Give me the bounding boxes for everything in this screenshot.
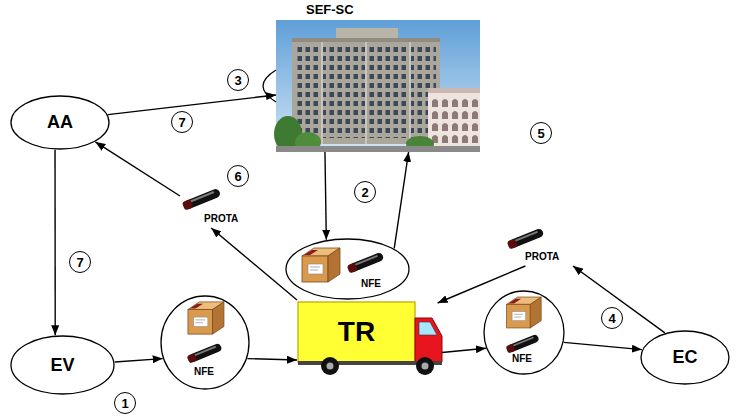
flow-arrow	[564, 342, 642, 349]
node-label: TR	[338, 316, 375, 348]
callout-number: 7	[69, 251, 91, 273]
document-ellipse: NFE	[285, 238, 410, 300]
flow-arrow	[442, 348, 486, 352]
node-label: PROTA	[204, 213, 238, 225]
package-icon	[188, 302, 224, 334]
pen-icon	[182, 188, 222, 211]
flow-arrow	[115, 359, 163, 362]
flow-arrow	[438, 266, 526, 303]
callout-number: 7	[171, 111, 193, 133]
callout-number: 2	[354, 181, 376, 203]
document-ellipse: NFE	[160, 295, 250, 390]
truck-drawing	[298, 302, 442, 375]
callout-number: 3	[227, 69, 249, 91]
actor-ellipse: EV	[10, 335, 115, 395]
building-photo	[274, 20, 480, 152]
pen-icon	[187, 343, 223, 364]
pen-icon	[506, 334, 540, 354]
flow-arrow	[247, 359, 297, 360]
package-icon	[507, 297, 542, 328]
callout-number: 6	[227, 165, 249, 187]
flow-arrow	[95, 142, 180, 196]
callout-number: 5	[530, 122, 552, 144]
pen-node: PROTA	[505, 226, 573, 266]
pen-icon	[507, 228, 545, 250]
flow-arrow	[211, 228, 297, 300]
flow-arrow	[108, 95, 276, 115]
node-label: SEF-SC	[306, 3, 354, 18]
node-label: EC	[672, 347, 697, 368]
package-icon	[302, 248, 340, 282]
flow-arrow	[54, 150, 56, 335]
pen-icon	[347, 252, 385, 274]
truck-node: TR	[297, 300, 442, 375]
building-node: SEF-SC	[276, 2, 480, 152]
flow-arrow	[325, 152, 326, 240]
actor-ellipse: AA	[10, 95, 110, 150]
ellipse-outline	[285, 238, 410, 300]
flow-arrow	[394, 152, 408, 248]
node-label: AA	[47, 112, 73, 133]
loop-arc	[263, 70, 276, 102]
pen-node: PROTA	[180, 188, 258, 228]
node-label: NFE	[361, 278, 381, 290]
node-label: NFE	[194, 366, 214, 378]
document-ellipse: NFE	[483, 290, 565, 375]
node-label: PROTA	[525, 251, 559, 263]
actor-ellipse: EC	[640, 330, 730, 385]
node-label: NFE	[512, 353, 532, 365]
callout-number: 1	[114, 392, 136, 414]
flow-arrow	[573, 266, 665, 333]
node-label: EV	[50, 355, 74, 376]
callout-number: 4	[601, 307, 623, 329]
